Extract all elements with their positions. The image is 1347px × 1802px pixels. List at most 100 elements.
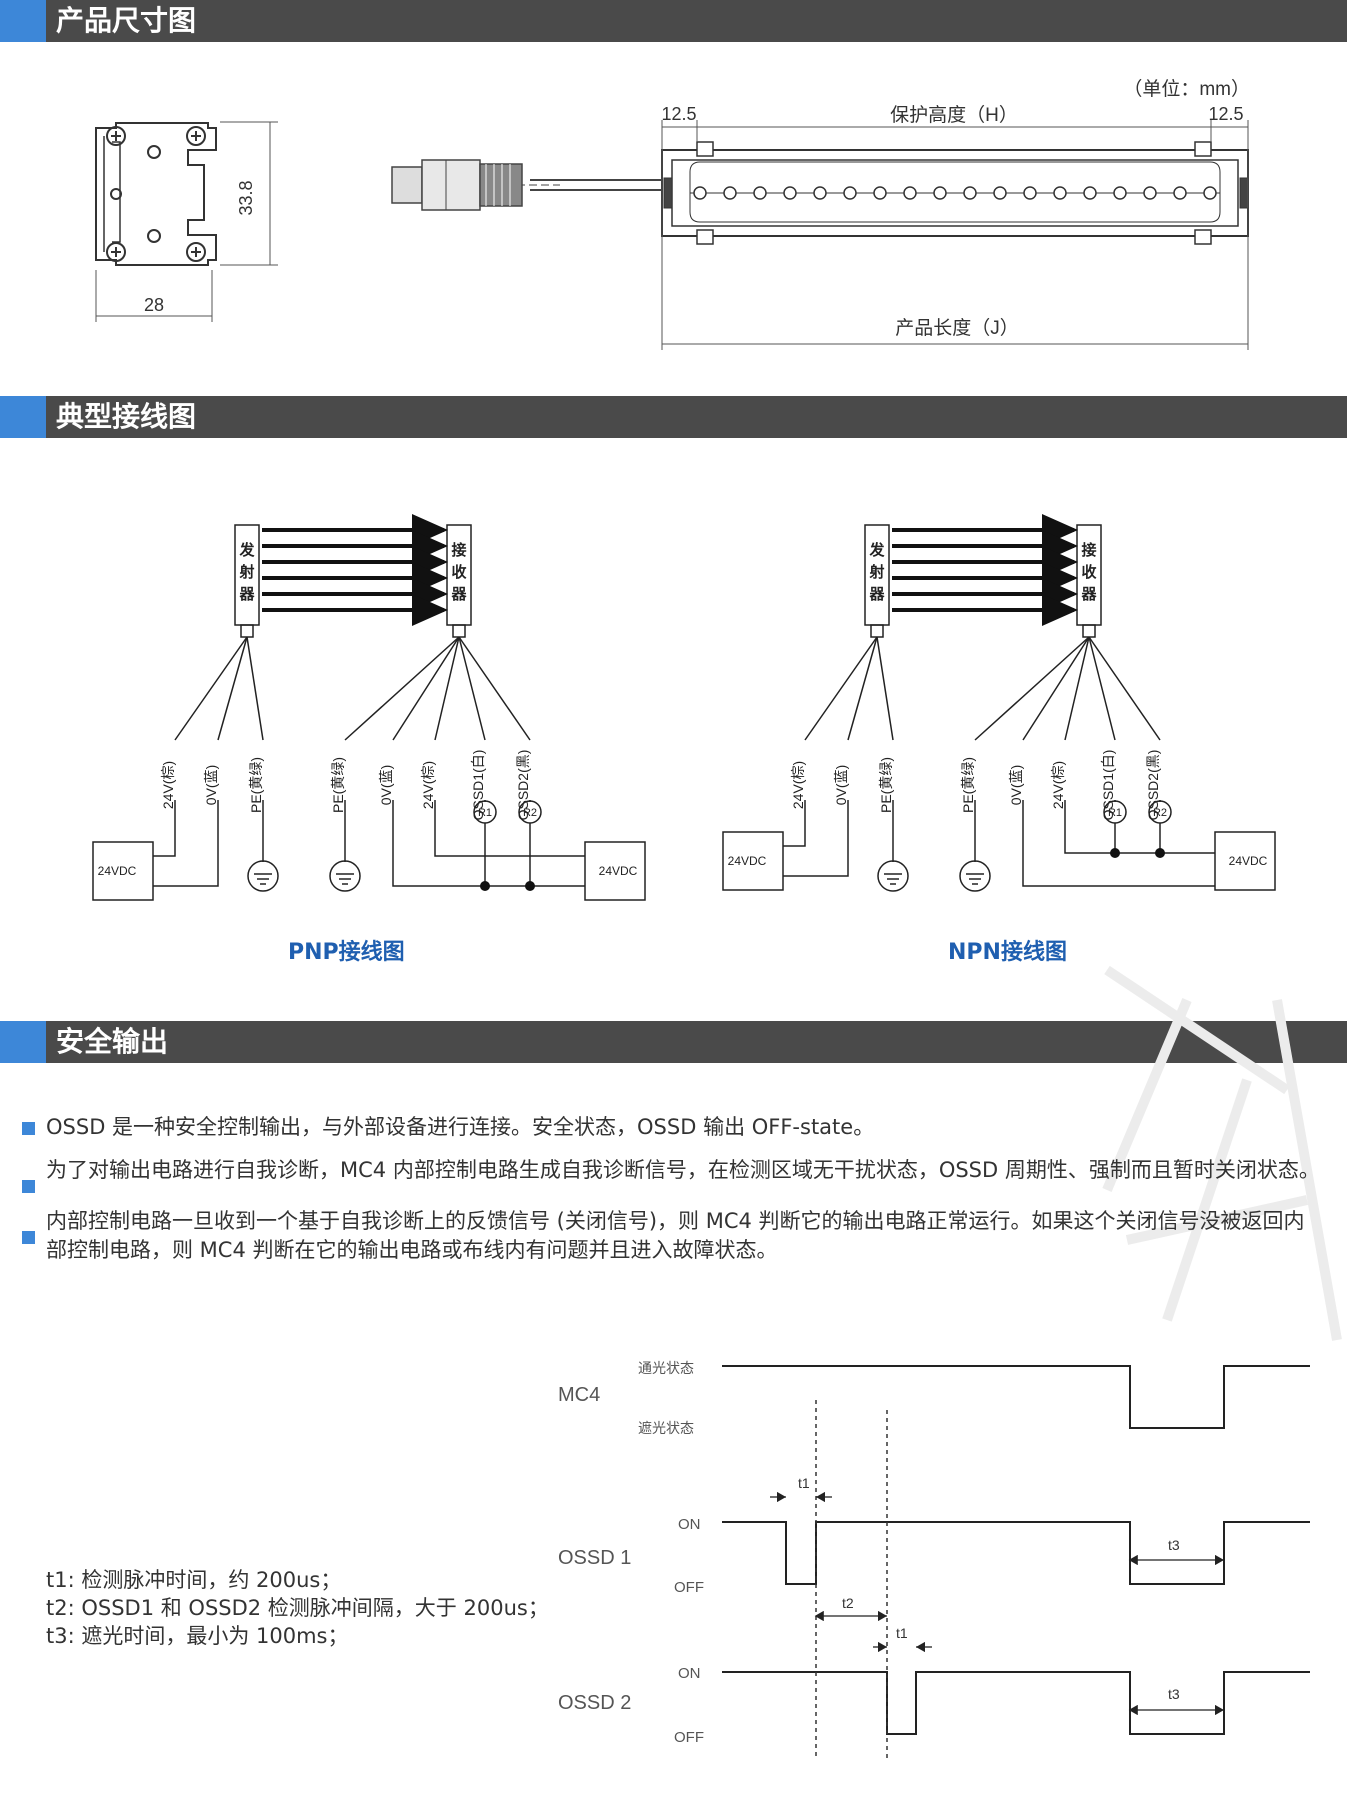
resistor-label: R2 [523,807,537,819]
receiver-wire-label: 24V(棕) [420,761,436,809]
connector [391,159,662,211]
junction-dot [480,881,490,891]
t3-label-2: t3 [1168,1686,1180,1702]
safety-bullets: OSSD 是一种安全控制输出，与外部设备进行连接。安全状态，OSSD 输出 OF… [22,1113,1322,1279]
receiver-wire-label: PE(黄绿) [330,757,346,813]
ossd2-off-label: OFF [674,1729,704,1746]
receiver-psu [584,841,646,901]
emitter-label-char: 器 [868,586,885,603]
emitter-label-char: 发 [868,541,885,559]
receiver-plug [452,624,466,638]
receiver-wire-label: OSSD2(黑) [515,750,531,821]
junction-dot [525,881,535,891]
ossd2-on-label: ON [678,1665,701,1682]
lens-circle [933,186,947,200]
lens-circle [1143,186,1157,200]
lens-circle [1173,186,1187,200]
receiver-wire-label: OSSD1(白) [470,750,486,821]
resistor-label: R2 [1153,807,1167,819]
unit-label: （单位：mm） [1123,78,1250,100]
psu-wire [783,800,849,877]
emitter-psu [722,831,784,891]
mc4-label: MC4 [558,1384,600,1406]
receiver-plug [1082,624,1096,638]
ground-icon [959,860,991,892]
receiver-label-char: 器 [1080,586,1097,603]
t1-label-2: t1 [896,1625,908,1641]
emitter-wire [847,636,878,741]
receiver-wire-label: OSSD2(黑) [1145,750,1161,821]
receiver-label-char: 接 [1081,541,1096,559]
receiver-wire-label: 0V(蓝) [378,765,394,805]
receiver-wire [434,636,460,741]
ground-icon [247,860,279,892]
lens-circle [903,186,917,200]
emitter-wire [876,636,894,741]
dimension-drawing: 33.8 28 （单位：mm） 12.5 12.5 保护高度（H） 产品长度（J… [95,78,1250,350]
emitter-plug [870,624,884,638]
receiver-label-char: 收 [451,563,466,581]
ground-icon [877,860,909,892]
lens-circle [783,186,797,200]
note-t2: t2: OSSD1 和 OSSD2 检测脉冲间隔，大于 200us； [46,1596,549,1620]
receiver-wire [1022,636,1090,741]
pass-state-label: 通光状态 [638,1360,694,1376]
receiver-wire-label: OSSD1(白) [1100,750,1116,821]
ossd1-label: OSSD 1 [558,1547,631,1569]
lens-circle [873,186,887,200]
right-margin-label: 12.5 [1208,104,1243,124]
receiver-wire [974,636,1090,741]
lens-circle [843,186,857,200]
receiver-wire-label: 24V(棕) [1050,761,1066,809]
receiver-wire-label: 0V(蓝) [1008,765,1024,805]
psu-wire [783,800,806,847]
junction-dot [1155,848,1165,858]
ground-icon [329,860,361,892]
section-title: 产品尺寸图 [56,4,197,37]
lens-circle [723,186,737,200]
bullet-square [22,1180,35,1193]
product-length-label: 产品长度（J） [895,317,1019,339]
t2-label: t2 [842,1595,854,1611]
psu-wire [153,800,176,857]
receiver-label-char: 收 [1081,563,1096,581]
receiver-psu-label: 24VDC [1229,854,1268,868]
emitter-wire-label: PE(黄绿) [248,757,264,813]
lens-circle [993,186,1007,200]
receiver-wire [1064,636,1090,741]
emitter-wire-label: PE(黄绿) [878,757,894,813]
pnp-diagram: 发射器接收器24V(棕)0V(蓝)PE(黄绿)PE(黄绿)0V(蓝)24V(棕)… [92,514,646,901]
emitter-label-char: 发 [238,541,255,559]
emitter-wire [217,636,248,741]
section-header-dimensions: 产品尺寸图 [0,0,1347,42]
note-t3: t3: 遮光时间，最小为 100ms； [46,1624,349,1648]
emitter-psu-label: 24VDC [728,854,767,868]
emitter-wire [246,636,264,741]
emitter-wire-label: 24V(棕) [790,761,806,809]
side-height-label: 33.8 [236,180,256,215]
bullet-item: OSSD 是一种安全控制输出，与外部设备进行连接。安全状态，OSSD 输出 OF… [22,1113,1322,1142]
lens-circle [1023,186,1037,200]
emitter-label-char: 射 [238,563,254,581]
emitter-label-char: 射 [868,563,884,581]
bullet-square [22,1122,35,1135]
emitter-plug [240,624,254,638]
section-accent [0,1021,46,1063]
section-title: 安全输出 [56,1025,169,1058]
watermark-logo [1102,965,1342,1341]
section-accent [0,396,46,438]
ossd1-off-label: OFF [674,1579,704,1596]
emitter-wire [174,636,248,741]
emitter-psu [92,841,154,901]
receiver-psu-label: 24VDC [599,864,638,878]
lens-circle [1113,186,1127,200]
emitter-psu-label: 24VDC [98,864,137,878]
wiring-diagrams: 发射器接收器24V(棕)0V(蓝)PE(黄绿)PE(黄绿)0V(蓝)24V(棕)… [92,514,1276,901]
lens-circle [693,186,707,200]
note-t1: t1: 检测脉冲时间，约 200us； [46,1568,342,1592]
emitter-wire [804,636,878,741]
lens-circle [753,186,767,200]
receiver-label-char: 接 [451,541,466,559]
lens-row [693,186,1217,200]
pnp-caption: PNP接线图 [288,940,405,965]
